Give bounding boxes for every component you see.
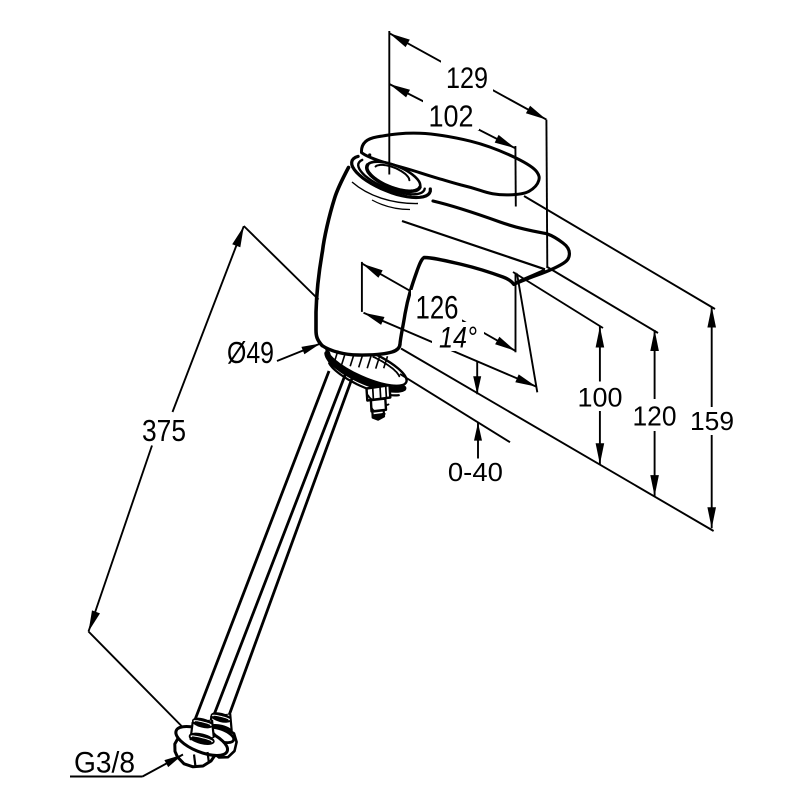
svg-text:159: 159 bbox=[690, 406, 734, 436]
svg-text:14°: 14° bbox=[439, 322, 477, 355]
svg-text:100: 100 bbox=[578, 382, 623, 412]
svg-text:G3/8: G3/8 bbox=[74, 747, 135, 780]
svg-text:0-40: 0-40 bbox=[448, 457, 503, 487]
svg-text:126: 126 bbox=[416, 290, 459, 326]
svg-text:129: 129 bbox=[446, 62, 488, 95]
svg-text:Ø49: Ø49 bbox=[227, 335, 274, 370]
svg-text:102: 102 bbox=[429, 99, 474, 134]
svg-text:120: 120 bbox=[633, 401, 677, 432]
svg-text:375: 375 bbox=[142, 413, 186, 448]
